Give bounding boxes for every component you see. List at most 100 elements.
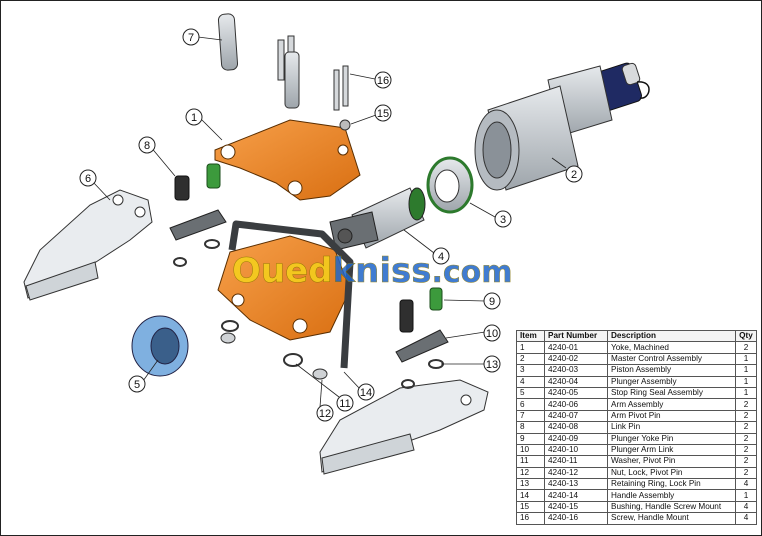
svg-text:15: 15 xyxy=(377,108,389,120)
cell-qty: 4 xyxy=(735,512,757,525)
svg-text:6: 6 xyxy=(85,173,91,185)
cell-qty: 1 xyxy=(735,364,757,377)
watermark: Ouedkniss.com xyxy=(232,251,513,292)
cell-qty: 1 xyxy=(735,375,757,388)
svg-text:14: 14 xyxy=(360,387,372,399)
svg-text:Ouedkniss.com: Ouedkniss.com xyxy=(232,251,513,291)
arm-pivot-pin-7 xyxy=(217,13,239,71)
cell-item: 11 xyxy=(516,455,545,468)
cell-qty: 4 xyxy=(735,500,757,514)
cell-part-number: 4240-07 xyxy=(544,409,608,423)
cell-description: Plunger Arm Link xyxy=(607,443,736,457)
cell-item: 13 xyxy=(516,478,545,491)
cell-item: 4 xyxy=(516,375,545,388)
callout-11: 11 xyxy=(336,394,354,412)
link-pin-8 xyxy=(174,175,414,333)
cell-part-number: 4240-11 xyxy=(544,455,608,468)
svg-text:11: 11 xyxy=(339,398,350,410)
parts-table-header: Item Part Number Description Qty xyxy=(516,329,757,343)
callout-8: 8 xyxy=(138,136,156,154)
cell-part-number: 4240-10 xyxy=(544,443,608,457)
svg-text:16: 16 xyxy=(377,75,389,87)
cell-item: 5 xyxy=(516,386,545,400)
svg-text:2: 2 xyxy=(571,169,577,181)
col-part-number: Part Number xyxy=(544,329,608,343)
callout-4: 4 xyxy=(432,247,450,265)
cell-item: 3 xyxy=(516,364,545,377)
arm-assembly-lower xyxy=(319,379,489,475)
cell-part-number: 4240-09 xyxy=(544,432,608,445)
cell-description: Stop Ring Seal Assembly xyxy=(607,386,736,400)
cell-part-number: 4240-02 xyxy=(544,352,608,366)
cell-item: 9 xyxy=(516,432,545,445)
plunger-arm-link-10 xyxy=(169,209,449,363)
cell-part-number: 4240-08 xyxy=(544,421,608,434)
callout-3: 3 xyxy=(494,210,512,228)
callout-7: 7 xyxy=(182,28,200,46)
handle-assembly xyxy=(228,220,354,369)
callout-15: 15 xyxy=(374,104,392,122)
piston-assembly xyxy=(426,156,474,214)
cell-qty: 2 xyxy=(735,432,757,445)
parts-list-table: Item Part Number Description Qty 1 4240-0… xyxy=(516,329,757,525)
svg-text:10: 10 xyxy=(486,328,498,340)
callout-6: 6 xyxy=(79,169,97,187)
callout-10: 10 xyxy=(483,324,501,342)
arm-assembly-upper xyxy=(23,189,153,301)
cell-qty: 2 xyxy=(735,455,757,468)
cell-description: Yoke, Machined xyxy=(607,341,736,354)
cell-part-number: 4240-03 xyxy=(544,364,608,377)
cell-description: Link Pin xyxy=(607,421,736,434)
leader-lines xyxy=(92,36,567,408)
cell-part-number: 4240-12 xyxy=(544,466,608,480)
yoke-machined-lower xyxy=(217,235,351,341)
cell-description: Arm Pivot Pin xyxy=(607,409,736,423)
cell-part-number: 4240-16 xyxy=(544,512,608,525)
cell-qty: 2 xyxy=(735,466,757,480)
bushing-15 xyxy=(339,119,351,131)
cell-qty: 2 xyxy=(735,443,757,457)
cell-item: 2 xyxy=(516,352,545,366)
cell-qty: 1 xyxy=(735,352,757,366)
cell-item: 12 xyxy=(516,466,545,480)
cell-description: Nut, Lock, Pivot Pin xyxy=(607,466,736,480)
cell-item: 10 xyxy=(516,443,545,457)
svg-text:7: 7 xyxy=(188,32,194,44)
cell-part-number: 4240-05 xyxy=(544,386,608,400)
cell-item: 7 xyxy=(516,409,545,423)
cell-description: Plunger Yoke Pin xyxy=(607,432,736,445)
svg-text:9: 9 xyxy=(489,296,495,308)
callout-13: 13 xyxy=(483,355,501,373)
cell-qty: 2 xyxy=(735,409,757,423)
cell-description: Bushing, Handle Screw Mount xyxy=(607,500,736,514)
cell-description: Master Control Assembly xyxy=(607,352,736,366)
cell-description: Washer, Pivot Pin xyxy=(607,455,736,468)
master-control-assembly xyxy=(474,62,650,191)
cell-qty: 2 xyxy=(735,421,757,434)
cell-part-number: 4240-01 xyxy=(544,341,608,354)
col-qty: Qty xyxy=(735,329,757,343)
cell-qty: 1 xyxy=(735,386,757,400)
cell-description: Handle Assembly xyxy=(607,489,736,502)
svg-text:5: 5 xyxy=(134,379,140,391)
callout-12: 12 xyxy=(316,404,334,422)
callout-1: 1 xyxy=(185,108,203,126)
callout-2: 2 xyxy=(565,165,583,183)
cell-qty: 4 xyxy=(735,478,757,491)
plunger-yoke-pin-9 xyxy=(206,163,443,311)
yoke-machined-upper xyxy=(214,119,361,201)
cell-item: 6 xyxy=(516,398,545,411)
svg-text:3: 3 xyxy=(500,214,506,226)
plunger-assembly xyxy=(329,187,426,251)
cell-part-number: 4240-15 xyxy=(544,500,608,514)
col-description: Description xyxy=(607,329,736,343)
